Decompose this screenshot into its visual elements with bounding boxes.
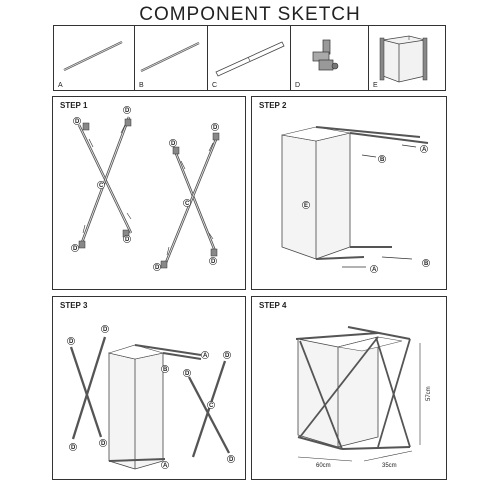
marker-d: D (125, 237, 130, 243)
marker-d: D (71, 445, 76, 451)
component-table: A B C D E (53, 25, 446, 91)
component-letter: D (295, 82, 301, 89)
rod-b-icon (140, 42, 200, 72)
connector-d-icon (312, 39, 339, 71)
dimension-height: 57cm (426, 386, 432, 401)
dimension-width: 60cm (316, 463, 331, 469)
marker-c: C (209, 403, 214, 409)
marker-b: B (380, 157, 385, 163)
step-3-diagram: D D D D D D C D A B A (67, 325, 235, 470)
marker-d: D (225, 353, 230, 359)
marker-a: A (163, 463, 168, 469)
step-1-panel: STEP 1 D D C D D D (52, 96, 246, 290)
marker-d: D (75, 119, 80, 125)
page-title: COMPONENT SKETCH (139, 4, 361, 25)
component-letter: B (139, 82, 144, 89)
marker-c: C (185, 201, 190, 207)
marker-d: D (73, 246, 78, 252)
step-2-panel: STEP 2 A B E A B (251, 96, 447, 290)
marker-b: B (163, 367, 168, 373)
step-4-panel: STEP 4 60cm 35cm 57cm (251, 296, 447, 480)
tube-c-icon (215, 41, 285, 77)
component-a-cell: A (54, 26, 135, 90)
component-d-cell: D (291, 26, 369, 90)
component-e-cell: E (369, 26, 445, 90)
marker-a: A (422, 147, 427, 153)
marker-d: D (69, 339, 74, 345)
step-2-label: STEP 2 (259, 101, 287, 110)
marker-a: A (203, 353, 208, 359)
component-c-cell: C (208, 26, 291, 90)
marker-d: D (155, 265, 160, 271)
marker-d: D (125, 108, 130, 114)
component-letter: A (58, 82, 63, 89)
marker-e: E (304, 203, 308, 209)
marker-a: A (372, 267, 377, 273)
component-b-cell: B (135, 26, 208, 90)
marker-d: D (101, 441, 106, 447)
component-letter: C (212, 82, 218, 89)
marker-d: D (229, 457, 234, 463)
step-3-panel: STEP 3 D D D D D D C D A B A (52, 296, 246, 480)
component-letter: E (373, 82, 378, 89)
step-3-label: STEP 3 (60, 301, 88, 310)
marker-d: D (171, 141, 176, 147)
step-1-label: STEP 1 (60, 101, 88, 110)
step-4-label: STEP 4 (259, 301, 287, 310)
step-4-diagram: 60cm 35cm 57cm (295, 326, 432, 469)
rod-a-icon (63, 41, 123, 71)
marker-d: D (213, 125, 218, 131)
marker-d: D (103, 327, 108, 333)
fabric-bag-e-icon (379, 35, 428, 83)
marker-c: C (99, 183, 104, 189)
marker-d: D (185, 371, 190, 377)
dimension-depth: 35cm (382, 463, 397, 469)
marker-d: D (211, 259, 216, 265)
step-1-diagram: D D C D D D D C D D (71, 106, 220, 271)
marker-b: B (424, 261, 429, 267)
step-2-diagram: A B E A B (281, 126, 430, 273)
